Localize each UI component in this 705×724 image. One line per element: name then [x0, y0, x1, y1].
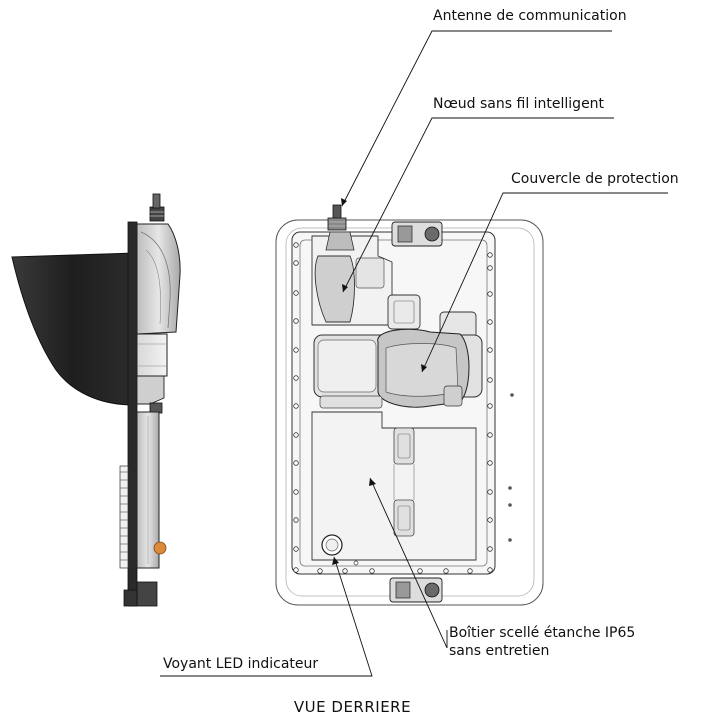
side-view-antenna-tip — [152, 193, 161, 209]
label-led: Voyant LED indicateur — [163, 656, 319, 672]
rear-view-bottom-bracket — [389, 577, 443, 603]
side-view — [11, 193, 181, 607]
label-node: Nœud sans fil intelligent — [433, 96, 605, 112]
rear-view-top-bracket — [391, 221, 443, 247]
rear-view-screws — [293, 242, 493, 574]
rear-view-node-housing — [311, 231, 393, 326]
rear-view-lower-housing — [311, 411, 477, 561]
label-cover: Couvercle de protection — [511, 171, 679, 187]
rear-view-antenna — [327, 204, 347, 231]
label-antenna: Antenne de communication — [433, 8, 627, 24]
side-view-upper-module — [136, 223, 181, 335]
side-view-heat-fins — [119, 465, 129, 569]
label-housing-line1: Boîtier scellé étanche IP65 — [449, 625, 636, 641]
side-view-cover — [136, 333, 168, 377]
side-view-visor — [11, 252, 135, 406]
side-view-led — [153, 541, 167, 555]
side-view-back-plate — [127, 221, 138, 607]
leader-lines — [160, 30, 668, 677]
side-view-antenna-base — [149, 206, 165, 222]
rear-view-protective-cover — [313, 328, 483, 409]
view-title: VUE DERRIERE — [293, 698, 412, 716]
rear-view — [275, 204, 544, 606]
label-housing-line2: sans entretien — [449, 643, 550, 659]
